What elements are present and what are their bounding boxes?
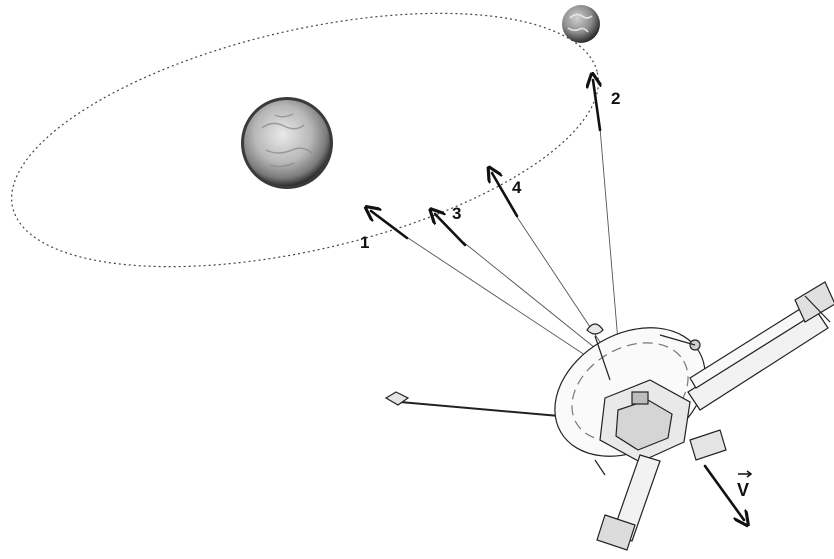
direction-arrows — [371, 80, 744, 520]
sun-image — [241, 97, 333, 189]
arrow-2 — [593, 80, 600, 130]
spacecraft-drawing — [386, 282, 834, 550]
earth-image — [562, 5, 600, 43]
velocity-label: V — [737, 480, 749, 500]
arrow-1 — [371, 211, 407, 238]
label-2: 2 — [611, 89, 620, 108]
label-3: 3 — [452, 204, 461, 223]
label-4: 4 — [512, 178, 522, 197]
label-1: 1 — [360, 233, 369, 252]
